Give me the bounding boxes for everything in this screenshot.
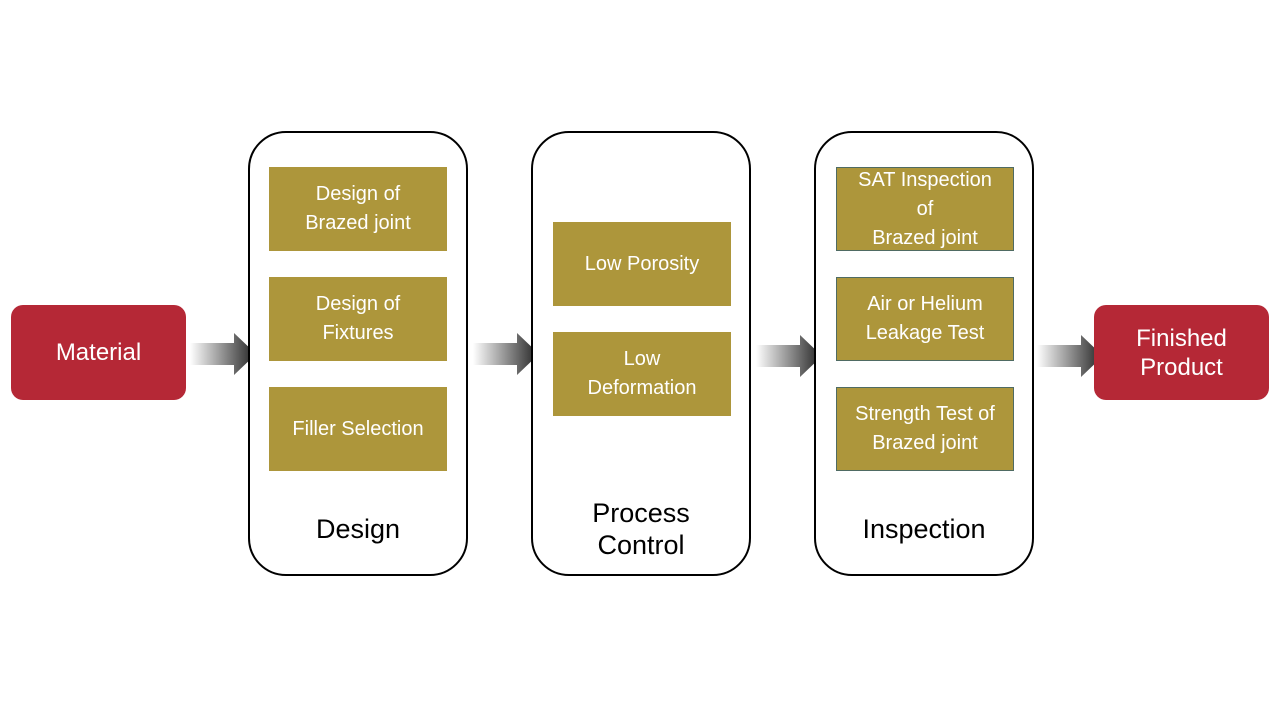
flow-arrow-4-icon: [1037, 335, 1103, 377]
stage-label-design: Design: [315, 514, 401, 544]
stage-label-inspection: Inspection: [862, 514, 986, 544]
material-node: Material: [11, 305, 186, 400]
step-strength-test: Strength Test of Brazed joint: [836, 387, 1014, 471]
flow-arrow-1-icon: [190, 333, 256, 375]
step-filler-selection: Filler Selection: [269, 387, 447, 471]
step-design-brazed-joint: Design of Brazed joint: [269, 167, 447, 251]
flow-arrow-3-icon: [756, 335, 822, 377]
step-low-porosity: Low Porosity: [553, 222, 731, 306]
step-design-fixtures: Design of Fixtures: [269, 277, 447, 361]
step-sat-inspection: SAT Inspection of Brazed joint: [836, 167, 1014, 251]
stage-label-process-control: Process Control: [592, 498, 690, 560]
finished-product-node: Finished Product: [1094, 305, 1269, 400]
step-leakage-test: Air or Helium Leakage Test: [836, 277, 1014, 361]
step-low-deformation: Low Deformation: [553, 332, 731, 416]
flow-arrow-2-icon: [473, 333, 539, 375]
finished-product-label: Finished Product: [1136, 324, 1227, 381]
stage-inspection: SAT Inspection of Brazed joint Air or He…: [814, 131, 1034, 576]
stage-process-control: Low Porosity Low Deformation Process Con…: [531, 131, 751, 576]
stage-design: Design of Brazed joint Design of Fixture…: [248, 131, 468, 576]
material-label: Material: [55, 339, 142, 366]
